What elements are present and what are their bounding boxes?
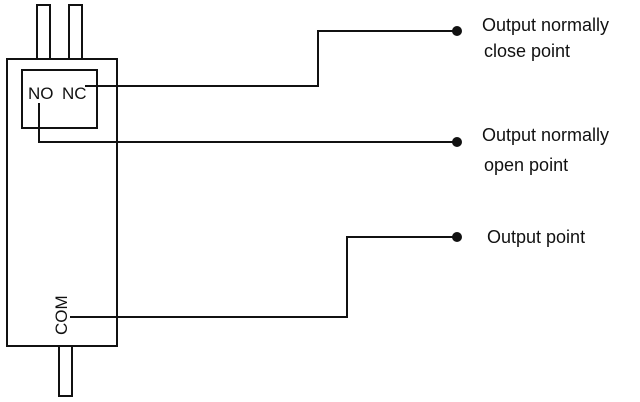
contact-block xyxy=(21,69,98,129)
top-leads xyxy=(36,4,83,60)
bottom-lead xyxy=(58,345,73,397)
pin-label-no: NO xyxy=(28,84,54,103)
output-label-line2: close point xyxy=(484,41,570,61)
terminal-dot-normally-open xyxy=(452,137,462,147)
output-label-normally-open: Output normally open point xyxy=(482,125,609,175)
output-label-normally-close: Output normally close point xyxy=(482,15,609,61)
output-label-output: Output point xyxy=(487,227,585,247)
pin-label-nc: NC xyxy=(62,84,87,103)
wire-nc-to-normally-close xyxy=(85,30,456,87)
output-label-line2: open point xyxy=(484,155,568,175)
top-lead-right xyxy=(68,4,83,60)
output-label-line1: Output normally xyxy=(482,15,609,35)
pin-label-com: COM xyxy=(52,295,71,335)
output-label-line1: Output normally xyxy=(482,125,609,145)
output-label-line1: Output point xyxy=(487,227,585,247)
relay-body xyxy=(6,58,118,347)
terminal-dot-output xyxy=(452,232,462,242)
top-lead-left xyxy=(36,4,51,60)
terminal-dot-normally-close xyxy=(452,26,462,36)
wire-com-to-output xyxy=(70,236,456,318)
wire-no-to-normally-open xyxy=(38,103,456,143)
